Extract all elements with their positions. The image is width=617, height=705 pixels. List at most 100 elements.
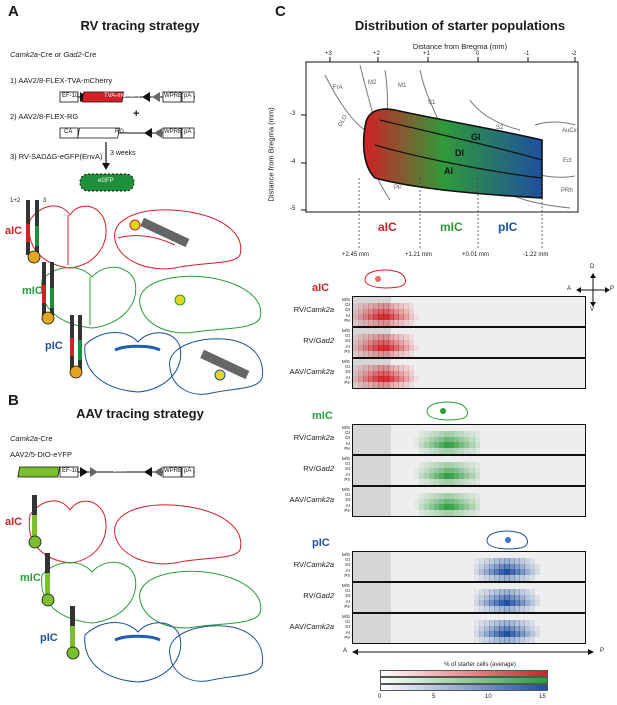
injection-site-mic (41, 311, 55, 325)
heatmap-cell (418, 510, 425, 516)
b-construct-wpre: WPRE (164, 468, 182, 474)
b-virus: AAV2/5-DIO-eYFP (10, 450, 72, 459)
layer-label: GI (345, 461, 350, 467)
heatmap-cell (494, 594, 500, 601)
heatmap-cell (494, 588, 500, 595)
heatmap-cell (484, 557, 490, 564)
heatmap-cell (529, 594, 536, 601)
heatmap-cell (398, 302, 404, 309)
heatmap-cell (494, 637, 500, 643)
heatmap-cell (358, 302, 364, 309)
colorbar-pic (380, 684, 548, 691)
heatmap-cell (489, 619, 495, 626)
heatmap-cell (438, 510, 445, 516)
construct2-wpre: WPRE (164, 129, 182, 135)
heatmap-cell (524, 619, 530, 626)
heatmap-cell (453, 467, 460, 474)
heatmap-cell (368, 376, 374, 383)
heatmap-row-label: RV/Camk2a (293, 433, 334, 442)
b-brain-coronal-pic (84, 622, 182, 683)
x-tick-2: +1 (423, 51, 430, 57)
heatmap-cell (353, 308, 359, 315)
bregma-mark-1: +1.21 mm (405, 252, 432, 258)
heatmap-cell (489, 606, 495, 612)
heatmap-cell (438, 473, 445, 480)
x-tick-4: -1 (524, 51, 530, 57)
heatmap-cell (489, 569, 495, 576)
heatmap-cell (443, 430, 450, 437)
colorbar-tick-1: 5 (432, 694, 436, 700)
heatmap-cell (448, 467, 455, 474)
heatmap-cell (484, 637, 490, 643)
heatmap-cell (448, 479, 455, 485)
pipette-1 (26, 200, 30, 255)
heatmap-cell (494, 625, 500, 632)
heatmap-cell (418, 461, 425, 468)
heatmap-cell (458, 448, 465, 454)
heatmap-cell (448, 510, 455, 516)
heatmap-cell (524, 594, 530, 601)
heatmap-cell (378, 382, 384, 388)
heatmap-cell (474, 600, 480, 607)
heatmap-cell (358, 351, 364, 357)
heatmap-cell (373, 351, 379, 357)
compass (576, 273, 610, 307)
injection-3-label: 3 (43, 198, 47, 204)
layer-label: Pir (344, 572, 350, 578)
heatmap-baseline (353, 552, 391, 581)
heatmap-cell (353, 370, 359, 377)
heatmap-cell (514, 588, 520, 595)
heatmap-cell (474, 575, 480, 581)
layer-label: AI (345, 629, 350, 635)
heatmap-cell (509, 557, 515, 564)
heatmap-cell (353, 376, 359, 383)
heatmap-cell (509, 594, 515, 601)
x-tick-0: +3 (325, 51, 332, 57)
heatmap-cell (403, 302, 409, 309)
heatmap-cell (398, 320, 404, 326)
heatmap-cell (433, 430, 440, 437)
heatmap-cell (453, 448, 460, 454)
heatmap-cell (463, 467, 470, 474)
layer-label: AI (345, 312, 350, 318)
c-label-mic: mIC (440, 220, 463, 234)
heatmap-row-aic-2 (352, 327, 586, 358)
layer-label: AI (345, 374, 350, 380)
heatmap-cell (463, 510, 470, 516)
bregma-mark-3: -1.22 mm (523, 252, 549, 258)
weeks-label: 3 weeks (110, 150, 136, 157)
heatmap-cell (463, 479, 470, 485)
heatmap-cell (383, 345, 389, 352)
b-brain-sagittal-aic (114, 504, 242, 565)
heatmap-cell (534, 569, 541, 576)
heatmap-cell (463, 430, 470, 437)
heatmap-cell (403, 364, 409, 371)
heatmap-cell (509, 575, 515, 581)
heatmap-cell (524, 625, 530, 632)
heatmap-cell (408, 382, 414, 388)
heatmap-cell (393, 345, 399, 352)
heatmap-cell (529, 569, 536, 576)
heatmap-cell (408, 351, 414, 357)
atlas-section (301, 57, 579, 250)
atlas-frame (305, 61, 579, 213)
heatmap-cell (499, 569, 505, 576)
heatmap-cell (448, 448, 455, 454)
heatmap-cell (469, 473, 475, 480)
insula-layers (374, 119, 543, 179)
layer-label: Pir (344, 476, 350, 482)
layer-label: AI (345, 471, 350, 477)
cre-lines: Camk2a-Cre or Gad2-Cre (10, 50, 97, 59)
heatmap-cell (479, 563, 485, 570)
heatmap-cell (388, 370, 394, 377)
layer-label: GI (345, 302, 350, 308)
heatmap-cell (433, 498, 440, 505)
y-tick-2: -5 (290, 206, 296, 212)
heatmap-cell (529, 625, 536, 632)
layer-label: GI (345, 333, 350, 339)
